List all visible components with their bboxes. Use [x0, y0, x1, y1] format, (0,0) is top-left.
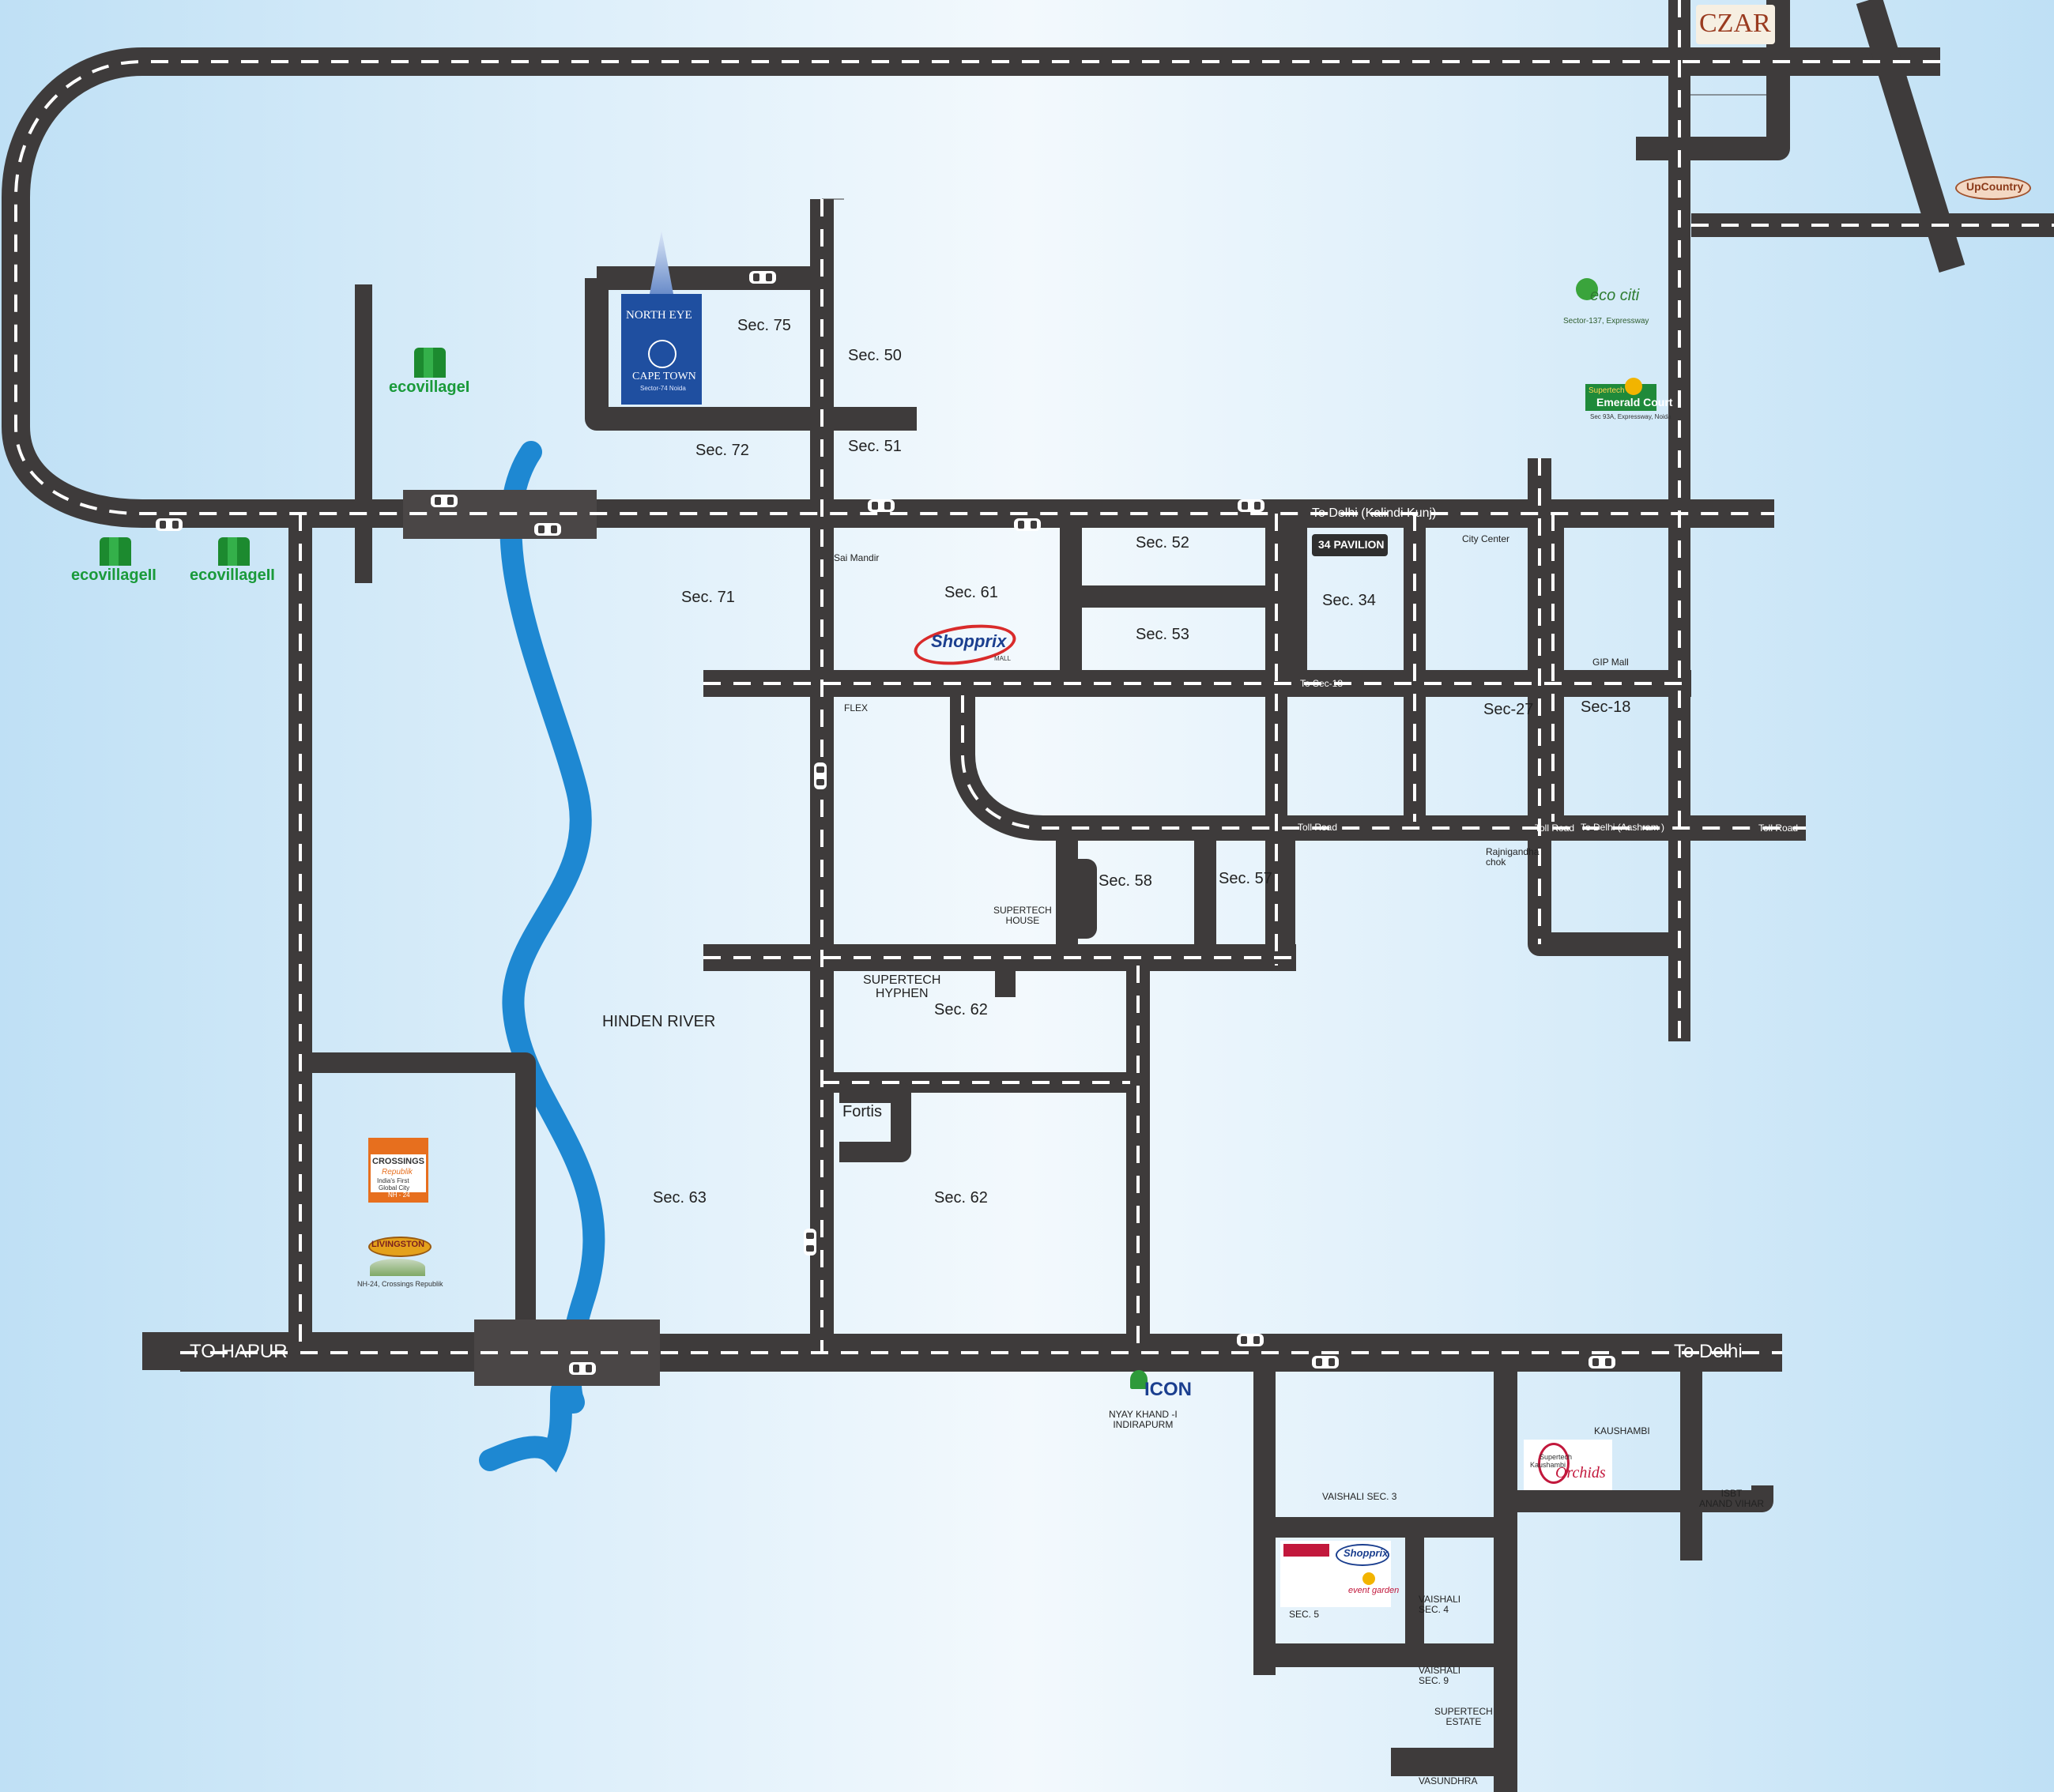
place-vasundhra: VASUNDHRA	[1419, 1775, 1478, 1786]
orchid-swirl-icon	[1538, 1443, 1570, 1484]
north-eye-cape-town-logo: NORTH EYE CAPE TOWN Sector-74 Noida	[621, 231, 702, 405]
tower-icon	[650, 231, 673, 294]
place-flex: FLEX	[844, 702, 869, 713]
livingston-logo: LIVINGSTON NH-24, Crossings Republik	[357, 1227, 444, 1290]
place-vaishali-sec3: VAISHALI SEC. 3	[1322, 1491, 1397, 1502]
sector-62-south: Sec. 62	[934, 1189, 988, 1207]
building-icon	[414, 348, 446, 378]
mall-banner-icon	[1283, 1544, 1329, 1557]
sun-icon	[1625, 378, 1642, 395]
road-label-to-sec18: To Sec-18	[1300, 678, 1344, 689]
road-label-to-hapur: TO HAPUR	[190, 1341, 288, 1362]
building-icon	[218, 537, 250, 566]
place-fortis: Fortis	[842, 1103, 882, 1120]
place-supertech-estate: SUPERTECH ESTATE	[1434, 1706, 1493, 1727]
place-hinden-river: HINDEN RIVER	[602, 1013, 716, 1030]
place-supertech-house: SUPERTECH HOUSE	[993, 905, 1052, 926]
vaishali-shopping-logos: Shopprix event garden	[1280, 1541, 1399, 1607]
ecovillage3-logo: ecovillageII	[188, 537, 287, 585]
upcountry-logo: UpCountry	[1955, 171, 2031, 203]
sector-75: Sec. 75	[737, 317, 791, 334]
sector-61: Sec. 61	[944, 584, 998, 601]
sun-icon	[1362, 1572, 1375, 1585]
road-label-to-delhi-aashram: To Delhi (Aashram )	[1581, 822, 1665, 833]
czar-logo: CZAR	[1696, 5, 1775, 44]
crossings-emblem-icon	[371, 1140, 426, 1154]
road-label-toll-road-2: Toll Road	[1535, 823, 1575, 834]
icon-logo: ICON	[1127, 1368, 1193, 1403]
place-vaishali-sec9: VAISHALI SEC. 9	[1419, 1665, 1461, 1686]
ecociti-logo: eco citi Sector-137, Expressway	[1558, 277, 1657, 332]
road-label-to-delhi-kalindi: To Delhi (Kalindi Kunj)	[1312, 506, 1437, 520]
road-label-toll-road-3: Toll Road	[1758, 823, 1799, 834]
bridge-bottom	[474, 1320, 660, 1386]
sector-51: Sec. 51	[848, 438, 902, 455]
building-icon	[100, 537, 131, 566]
sector-72: Sec. 72	[695, 442, 749, 459]
palm-tree-icon	[1130, 1370, 1148, 1389]
sector-18: Sec-18	[1581, 698, 1631, 716]
sector-34: Sec. 34	[1322, 592, 1376, 609]
ecovillage1-logo: ecovillageI	[387, 348, 474, 398]
place-nyay-khand: NYAY KHAND -I INDIRAPURM	[1109, 1409, 1178, 1430]
sector-58: Sec. 58	[1099, 872, 1152, 890]
sector-71: Sec. 71	[681, 589, 735, 606]
sector-50: Sec. 50	[848, 347, 902, 364]
crossings-republik-logo: CROSSINGS Republik India's First Global …	[368, 1138, 428, 1203]
orchids-logo: Supertech Kaushambi Orchids	[1524, 1440, 1612, 1490]
road-label-toll-road-1: Toll Road	[1298, 822, 1338, 833]
sector-62-north: Sec. 62	[934, 1001, 988, 1018]
place-rajnigandha-chok: Rajnigandha chok	[1486, 846, 1540, 868]
place-supertech-hyphen: SUPERTECH HYPHEN	[863, 973, 941, 1000]
place-kaushambi: KAUSHAMBI	[1594, 1425, 1650, 1436]
place-city-center: City Center	[1462, 533, 1510, 544]
sector-27: Sec-27	[1483, 701, 1534, 718]
cape-town-emblem-icon	[648, 340, 677, 368]
sector-52: Sec. 52	[1136, 534, 1189, 552]
sector-63: Sec. 63	[653, 1189, 707, 1207]
place-isbt-anand-vihar: ISBT ANAND VIHAR	[1699, 1488, 1765, 1509]
place-sai-mandir: Sai Mandir	[834, 552, 880, 563]
place-vaishali-sec4: VAISHALI SEC. 4	[1419, 1594, 1461, 1615]
sector-53: Sec. 53	[1136, 626, 1189, 643]
emerald-court-logo: Supertech Emerald Court Sec 93A, Express…	[1585, 378, 1672, 425]
pavilion-logo: 34 PAVILION	[1312, 534, 1388, 556]
shopprix-mall-logo: Shopprix MALL	[911, 619, 1019, 671]
road-label-to-delhi: To Delhi	[1674, 1341, 1743, 1362]
tree-icon	[1576, 278, 1598, 300]
ecovillage2-logo: ecovillageII	[70, 537, 168, 585]
lane-markings	[14, 0, 2054, 1354]
hinden-river	[479, 441, 605, 1473]
place-gip-mall: GIP Mall	[1592, 657, 1629, 668]
grass-icon	[370, 1259, 425, 1276]
sector-57: Sec. 57	[1219, 870, 1272, 887]
